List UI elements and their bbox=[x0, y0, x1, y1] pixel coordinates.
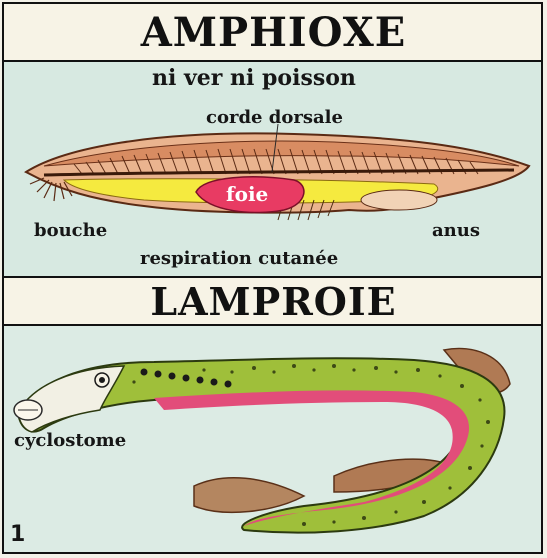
poster-frame bbox=[2, 2, 543, 554]
